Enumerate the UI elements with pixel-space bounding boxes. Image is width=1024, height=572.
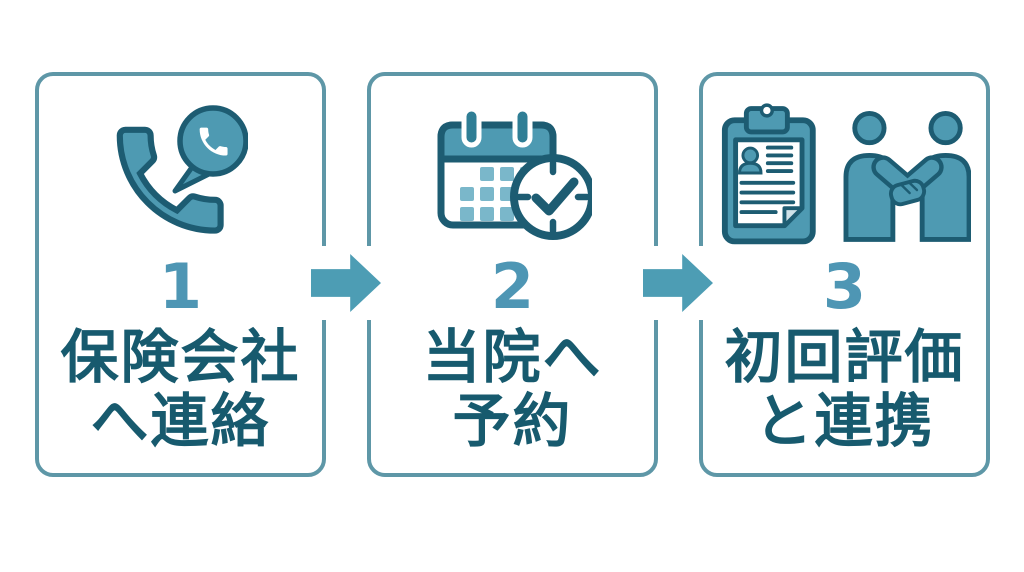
clipboard-handshake-icon xyxy=(721,103,971,245)
step-2-label: 当院へ 予約 xyxy=(422,323,603,455)
step-card-2: 2 当院へ 予約 xyxy=(367,72,658,477)
clipboard-icon xyxy=(721,103,816,245)
step-3-label-line1: 初回評価 xyxy=(724,323,965,391)
handshake-icon xyxy=(843,110,971,242)
step-card-3: 3 初回評価 と連携 xyxy=(699,72,990,477)
arrow-right-icon xyxy=(643,254,713,312)
step-3-number: 3 xyxy=(822,250,867,323)
step-1-number: 1 xyxy=(158,250,203,323)
step-3-label-line2: と連携 xyxy=(754,386,935,455)
step-3-icon-area xyxy=(719,98,971,248)
step-1-label-line2: へ連絡 xyxy=(90,386,271,455)
phone-call-icon xyxy=(116,105,248,234)
step-2-label-line1: 当院へ xyxy=(422,323,603,391)
step-1-label-line1: 保険会社 xyxy=(60,323,301,391)
step-card-1: 1 保険会社 へ連絡 xyxy=(35,72,326,477)
arrow-gap-2 xyxy=(640,246,716,320)
step-2-label-line2: 予約 xyxy=(452,386,573,455)
step-1-label: 保険会社 へ連絡 xyxy=(60,323,301,455)
calendar-clock-check-icon xyxy=(437,106,592,240)
step-3-label: 初回評価 と連携 xyxy=(724,323,965,455)
arrow-right-icon xyxy=(311,254,381,312)
arrow-gap-1 xyxy=(308,246,384,320)
step-2-number: 2 xyxy=(490,250,535,323)
step-1-icon-area xyxy=(113,98,248,248)
step-2-icon-area xyxy=(434,98,592,248)
